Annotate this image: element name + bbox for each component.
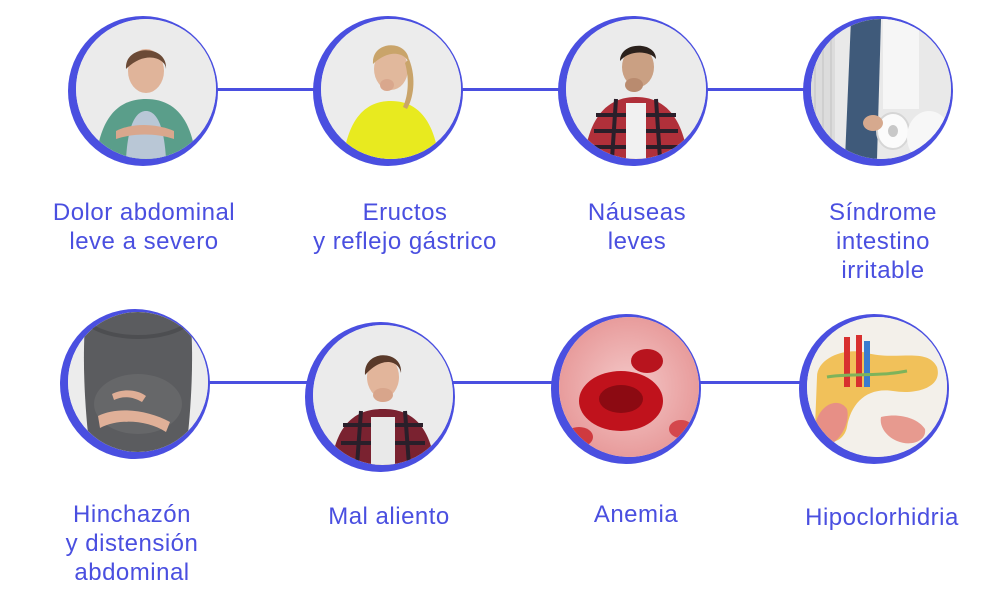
stomach-pancreas-illustration bbox=[807, 317, 947, 457]
symptom-image-5 bbox=[60, 309, 210, 459]
toilet-paper-photo bbox=[811, 19, 951, 159]
symptom-label-8: Hipoclorhidria bbox=[805, 504, 959, 531]
connector-line-row1 bbox=[200, 88, 830, 91]
symptom-image-8 bbox=[799, 314, 949, 464]
symptom-label-6: Mal aliento bbox=[328, 503, 450, 530]
symptom-image-1 bbox=[68, 16, 218, 166]
man-nausea-photo bbox=[566, 19, 706, 159]
symptom-image-3 bbox=[558, 16, 708, 166]
symptom-image-7 bbox=[551, 314, 701, 464]
symptom-label-7: Anemia bbox=[593, 501, 679, 528]
connector-line-row2 bbox=[190, 381, 830, 384]
red-blood-cells-photo bbox=[559, 317, 699, 457]
symptom-image-2 bbox=[313, 16, 463, 166]
woman-belching-photo bbox=[321, 19, 461, 159]
woman-abdominal-pain-photo bbox=[76, 19, 216, 159]
woman-bad-breath-photo bbox=[313, 325, 453, 465]
symptom-image-4 bbox=[803, 16, 953, 166]
symptom-image-6 bbox=[305, 322, 455, 472]
bloated-abdomen-photo bbox=[68, 312, 208, 452]
